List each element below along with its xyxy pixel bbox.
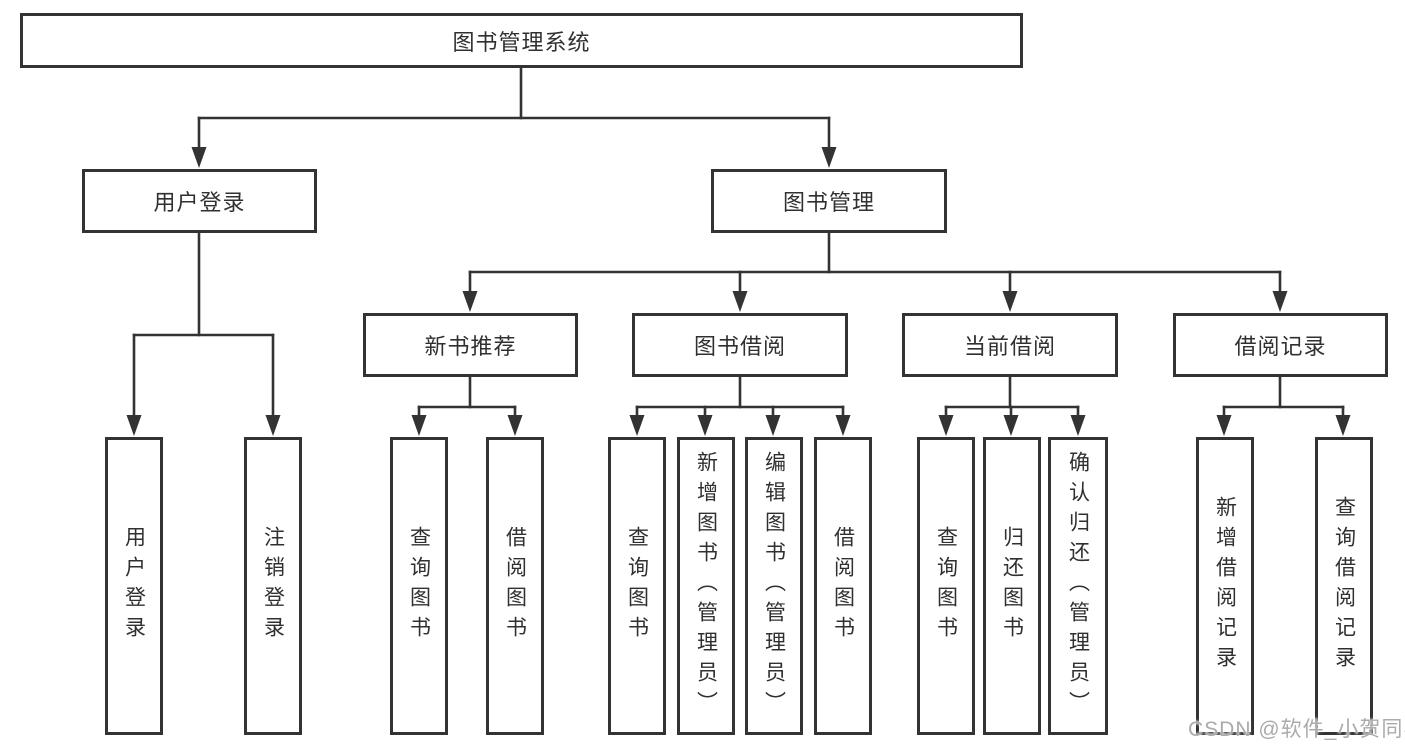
leaf-current-query-book: 查询图书 [917,437,975,735]
leaf-borrow-query-book: 查询图书 [608,437,666,735]
node-user-login-label: 用户登录 [153,190,246,215]
leaf-records-query-record-label: 查询借阅记录 [1332,496,1356,676]
leaf-borrow-add-book: 新增图书（管理员） [677,437,735,735]
node-new-book-recommend-label: 新书推荐 [424,334,517,359]
node-borrow-records: 借阅记录 [1173,313,1388,377]
leaf-current-return-book: 归还图书 [983,437,1041,735]
leaf-newrec-borrow-book: 借阅图书 [486,437,544,735]
node-borrow-records-label: 借阅记录 [1234,334,1327,359]
leaf-records-query-record: 查询借阅记录 [1315,437,1373,735]
node-book-management-label: 图书管理 [782,190,875,215]
leaf-newrec-query-book-label: 查询图书 [407,526,431,646]
node-current-borrow: 当前借阅 [902,313,1118,377]
leaf-current-confirm-return: 确认归还（管理员） [1048,437,1108,735]
leaf-records-add-record-label: 新增借阅记录 [1213,496,1237,676]
leaf-logout-label: 注销登录 [261,526,285,646]
csdn-watermark: CSDN @软件_小贺同学 [1188,718,1405,741]
leaf-logout: 注销登录 [244,437,302,735]
leaf-borrow-edit-book-label: 编辑图书（管理员） [762,451,786,721]
leaf-borrow-query-book-label: 查询图书 [625,526,649,646]
leaf-user-login: 用户登录 [105,437,163,735]
node-root: 图书管理系统 [20,13,1023,68]
leaf-newrec-borrow-book-label: 借阅图书 [503,526,527,646]
node-current-borrow-label: 当前借阅 [963,334,1056,359]
leaf-records-add-record: 新增借阅记录 [1196,437,1254,735]
leaf-user-login-label: 用户登录 [122,526,146,646]
leaf-borrow-add-book-label: 新增图书（管理员） [694,451,718,721]
leaf-borrow-borrow-book: 借阅图书 [814,437,872,735]
leaf-borrow-edit-book: 编辑图书（管理员） [745,437,803,735]
node-user-login: 用户登录 [82,169,317,233]
leaf-borrow-borrow-book-label: 借阅图书 [831,526,855,646]
node-new-book-recommend: 新书推荐 [363,313,578,377]
leaf-newrec-query-book: 查询图书 [390,437,448,735]
node-root-label: 图书管理系统 [452,29,591,55]
leaf-current-return-book-label: 归还图书 [1000,526,1024,646]
leaf-current-confirm-return-label: 确认归还（管理员） [1066,451,1090,721]
node-book-borrow-label: 图书借阅 [693,334,786,359]
node-book-management: 图书管理 [711,169,947,233]
leaf-current-query-book-label: 查询图书 [934,526,958,646]
node-book-borrow: 图书借阅 [632,313,848,377]
